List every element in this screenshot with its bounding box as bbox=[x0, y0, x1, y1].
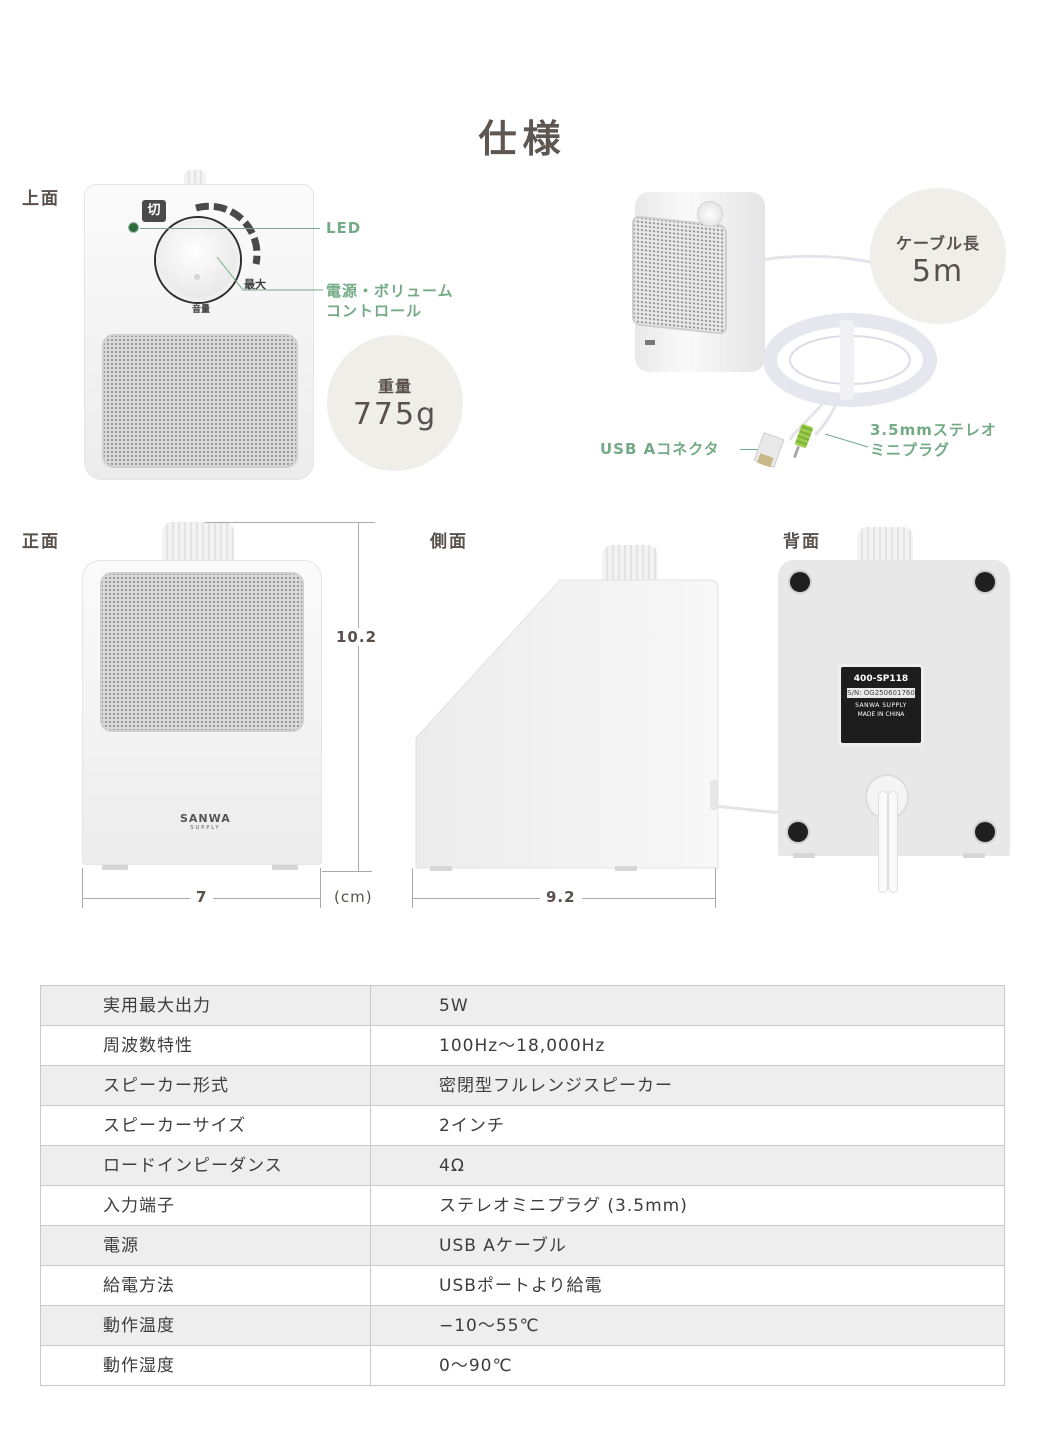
weight-value: 775g bbox=[352, 397, 438, 432]
spec-value: 5W bbox=[439, 996, 469, 1016]
depth-dimension-value: 9.2 bbox=[540, 888, 582, 906]
cable-grommet bbox=[867, 776, 907, 818]
volume-mark: 音量 bbox=[192, 305, 211, 315]
volume-scale-icon bbox=[195, 202, 261, 265]
led-indicator bbox=[129, 223, 138, 232]
spec-key: 周波数特性 bbox=[41, 1026, 371, 1065]
led-callout: LED bbox=[326, 219, 362, 237]
spec-value: USB Aケーブル bbox=[439, 1236, 567, 1256]
spec-value: ステレオミニプラグ (3.5mm) bbox=[439, 1196, 688, 1216]
table-row: 入力端子 ステレオミニプラグ (3.5mm) bbox=[41, 1186, 1004, 1226]
usb-leader-line bbox=[740, 449, 758, 450]
off-mark-badge: 切 bbox=[142, 200, 166, 222]
width-left-extension-line bbox=[82, 868, 83, 908]
spec-key: スピーカー形式 bbox=[41, 1066, 371, 1105]
front-view-label: 正面 bbox=[22, 532, 60, 552]
table-row: 実用最大出力 5W bbox=[41, 986, 1004, 1026]
led-leader-line bbox=[140, 228, 320, 229]
usb-connector-callout: USB Aコネクタ bbox=[600, 440, 720, 458]
side-view-speaker-image bbox=[410, 540, 778, 875]
spec-key: 給電方法 bbox=[41, 1266, 371, 1305]
page-title: 仕様 bbox=[478, 117, 567, 161]
weight-label: 重量 bbox=[377, 377, 412, 396]
back-view-label: 背面 bbox=[783, 532, 821, 552]
spec-value: 100Hz〜18,000Hz bbox=[439, 1036, 606, 1056]
spec-key: 動作温度 bbox=[41, 1306, 371, 1345]
height-bottom-extension-line bbox=[322, 871, 372, 872]
table-row: 動作温度 −10〜55℃ bbox=[41, 1306, 1004, 1346]
table-row: 周波数特性 100Hz〜18,000Hz bbox=[41, 1026, 1004, 1066]
spec-key: スピーカーサイズ bbox=[41, 1106, 371, 1145]
spec-key: 動作湿度 bbox=[41, 1346, 371, 1385]
cable-length-badge: ケーブル長 5m bbox=[870, 188, 1006, 324]
spec-value: 4Ω bbox=[439, 1156, 465, 1176]
cable-length-value: 5m bbox=[911, 254, 965, 289]
width-right-extension-line bbox=[320, 868, 321, 908]
table-row: ロードインピーダンス 4Ω bbox=[41, 1146, 1004, 1186]
spec-table: 実用最大出力 5W 周波数特性 100Hz〜18,000Hz スピーカー形式 密閉型フ… bbox=[40, 985, 1005, 1386]
spec-key: ロードインピーダンス bbox=[41, 1146, 371, 1185]
spec-key: 電源 bbox=[41, 1226, 371, 1265]
table-row: スピーカーサイズ 2インチ bbox=[41, 1106, 1004, 1146]
spec-value: −10〜55℃ bbox=[439, 1316, 540, 1336]
mini-plug-leader-line bbox=[825, 433, 869, 448]
product-label-sticker: 400-SP118 S/N: OG250601760 SANWA SUPPLY … bbox=[841, 667, 921, 743]
top-view-speaker-image: 切 最大 音量 bbox=[84, 170, 314, 480]
depth-right-extension-line bbox=[715, 868, 716, 908]
mini-plug-callout: 3.5mmステレオ ミニプラグ bbox=[870, 421, 997, 459]
spec-value: 2インチ bbox=[439, 1116, 505, 1136]
table-row: 動作湿度 0〜90℃ bbox=[41, 1346, 1004, 1386]
product-perspective-image bbox=[610, 180, 1030, 480]
max-mark: 最大 bbox=[244, 278, 266, 291]
table-row: 給電方法 USBポートより給電 bbox=[41, 1266, 1004, 1306]
spec-key: 入力端子 bbox=[41, 1186, 371, 1225]
speaker-grille bbox=[102, 334, 298, 468]
spec-value: USBポートより給電 bbox=[439, 1276, 603, 1296]
serial-number: S/N: OG250601760 bbox=[847, 688, 915, 698]
back-view-speaker-image: 400-SP118 S/N: OG250601760 SANWA SUPPLY … bbox=[775, 522, 1015, 892]
cable-length-label: ケーブル長 bbox=[895, 234, 981, 253]
spec-value: 0〜90℃ bbox=[439, 1356, 513, 1376]
weight-badge: 重量 775g bbox=[327, 335, 463, 471]
volume-knob bbox=[156, 218, 240, 302]
spec-key: 実用最大出力 bbox=[41, 986, 371, 1025]
front-view-speaker-image: SANWA SUPPLY bbox=[82, 522, 322, 872]
dimension-unit: (cm) bbox=[328, 888, 379, 906]
depth-left-extension-line bbox=[412, 868, 413, 908]
spec-value: 密閉型フルレンジスピーカー bbox=[439, 1076, 673, 1096]
height-dimension-value: 10.2 bbox=[330, 628, 384, 646]
brand-logo: SANWA SUPPLY bbox=[180, 812, 231, 831]
side-view-label: 側面 bbox=[430, 532, 468, 552]
table-row: スピーカー形式 密閉型フルレンジスピーカー bbox=[41, 1066, 1004, 1106]
height-dimension-line bbox=[358, 522, 359, 871]
top-view-label: 上面 bbox=[22, 189, 60, 209]
height-top-extension-line bbox=[205, 522, 375, 523]
model-number: 400-SP118 bbox=[853, 674, 909, 684]
table-row: 電源 USB Aケーブル bbox=[41, 1226, 1004, 1266]
power-volume-callout: 電源・ボリューム コントロール bbox=[326, 282, 454, 320]
power-volume-leader-line bbox=[216, 256, 323, 291]
width-dimension-value: 7 bbox=[190, 888, 214, 906]
